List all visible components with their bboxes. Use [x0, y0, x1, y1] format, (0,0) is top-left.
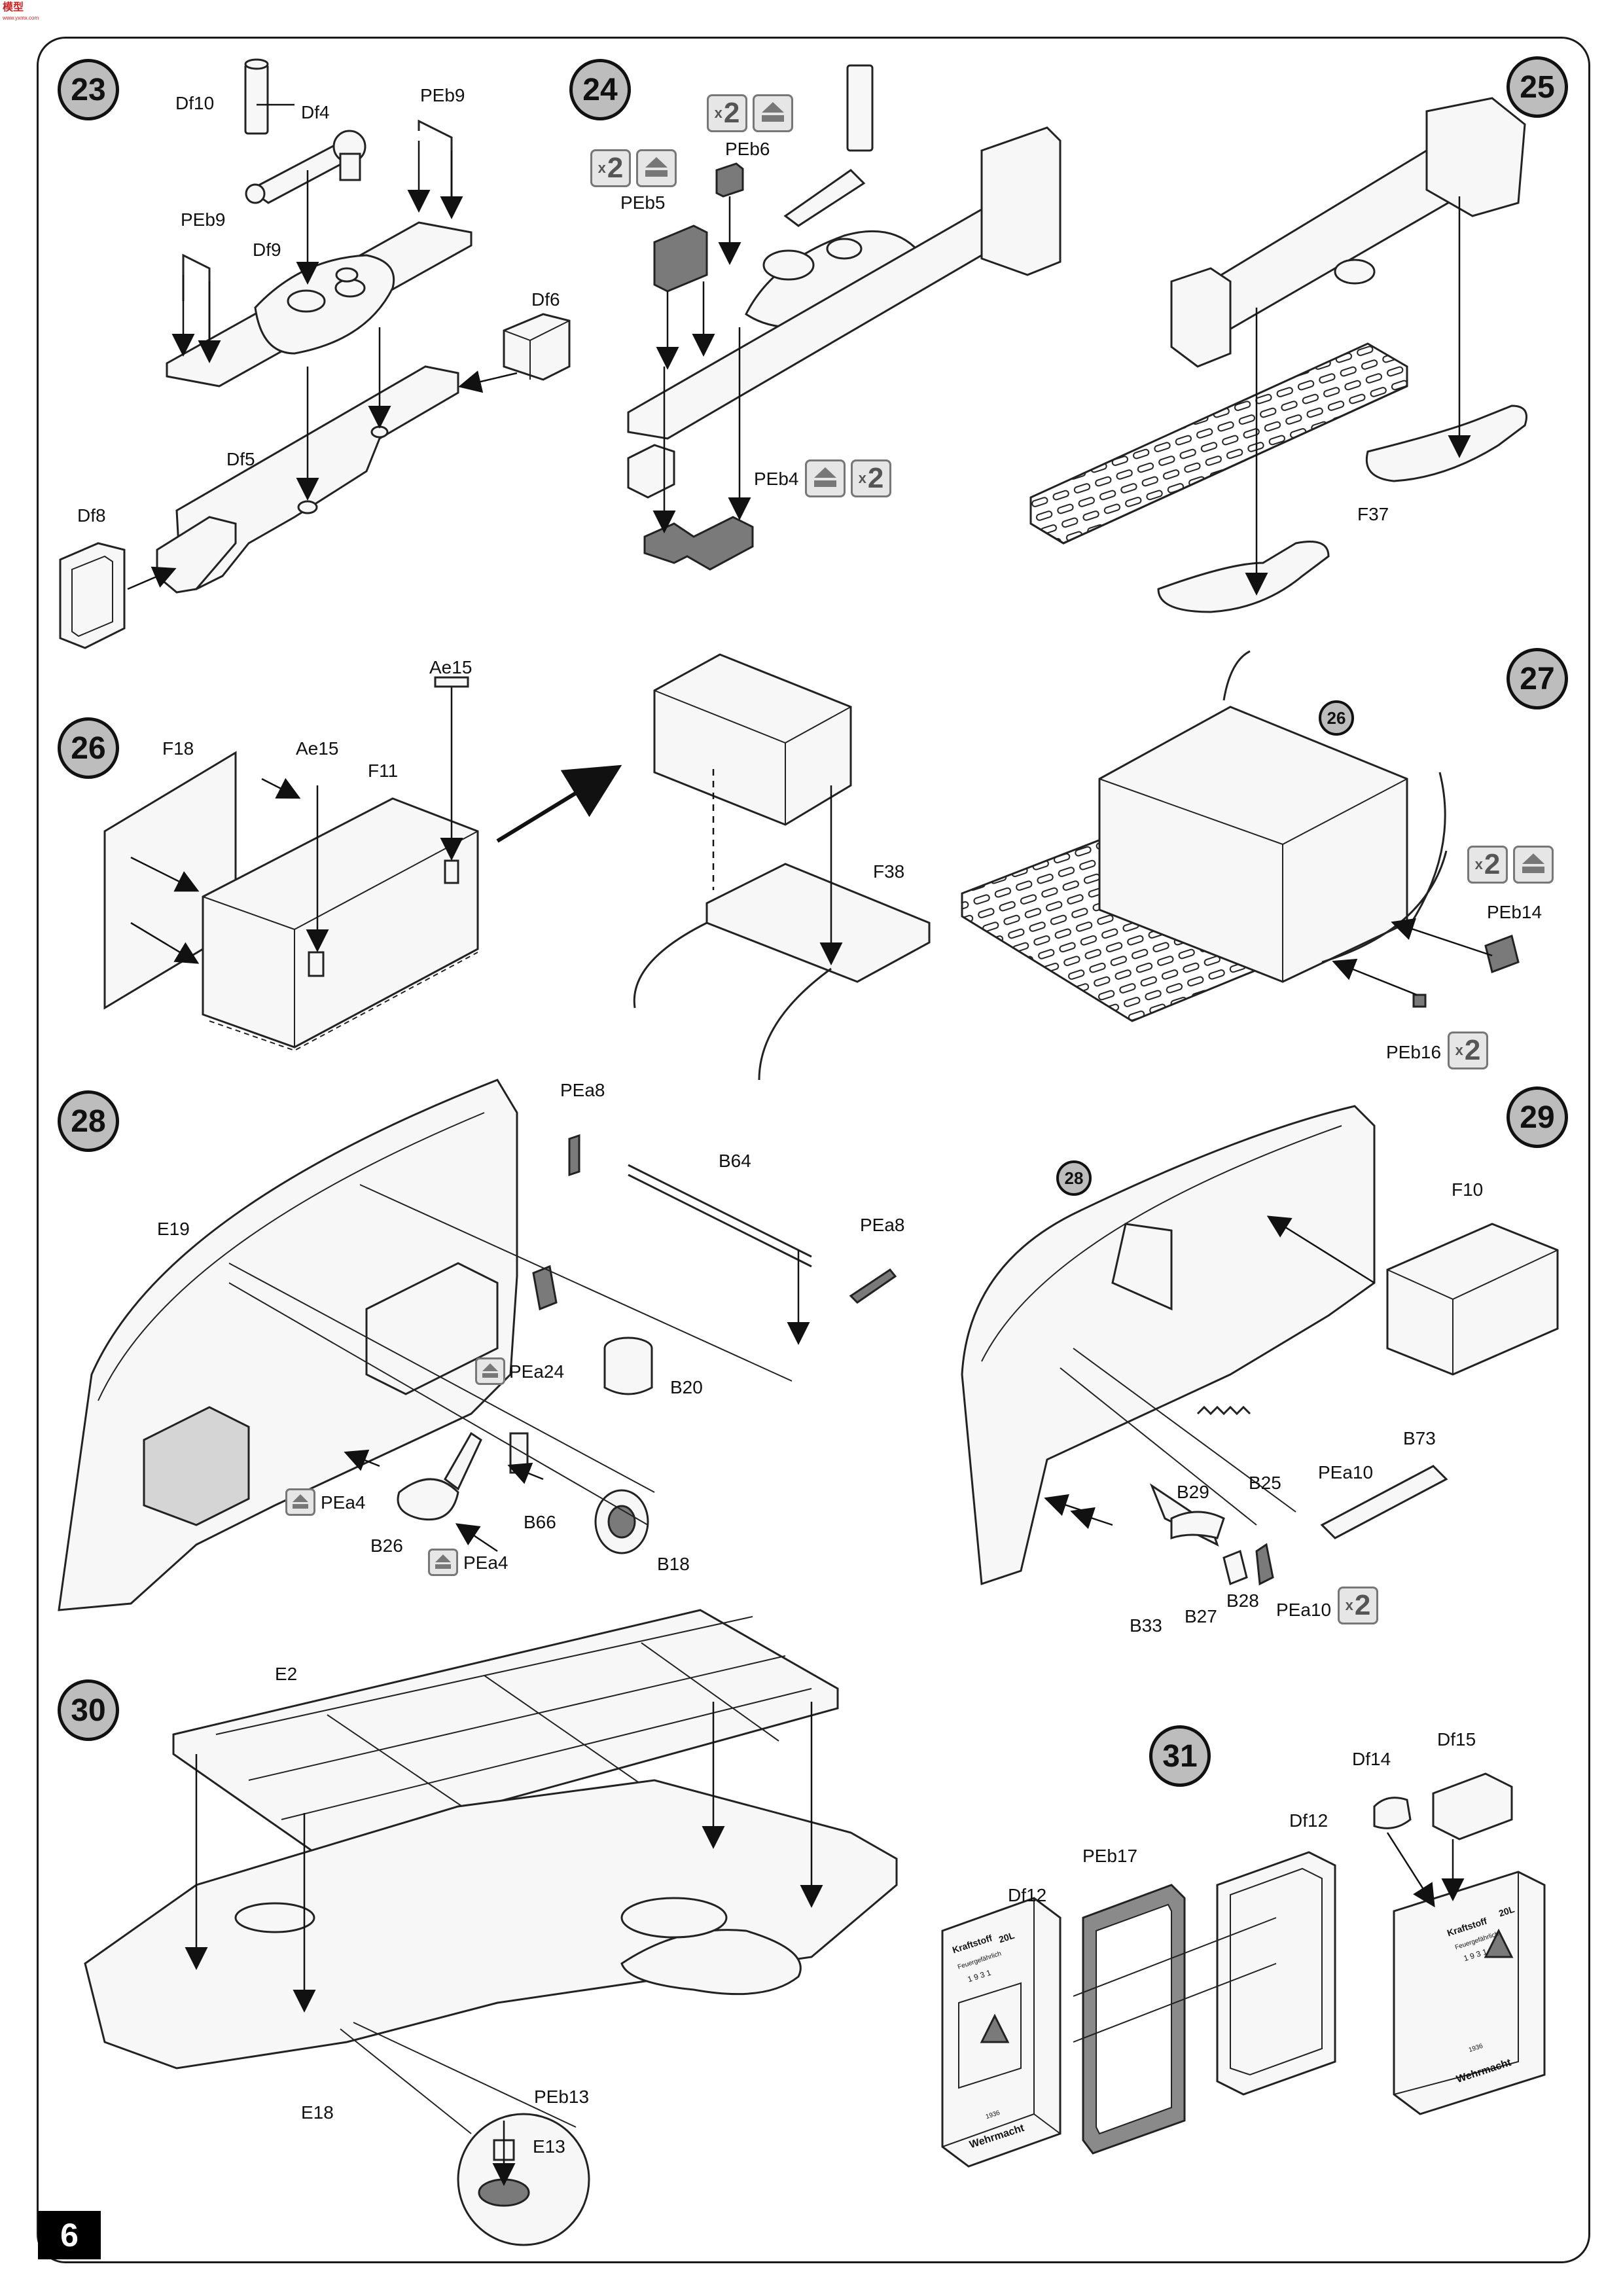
part-label: PEb6: [725, 139, 770, 159]
step25-drawing: [1029, 97, 1527, 613]
part-label: PEb17: [1082, 1846, 1138, 1866]
part-label: Df5: [226, 449, 255, 469]
part-label: PEa4: [321, 1492, 366, 1513]
step-number-badge: 23: [58, 59, 119, 120]
step-number-badge: 28: [58, 1090, 119, 1152]
photo-etch-icon: [636, 149, 677, 187]
photo-etch-icon: [753, 94, 793, 132]
part-label: E13: [533, 2136, 565, 2157]
part-label: PEa8: [860, 1215, 905, 1235]
step30-drawing: [84, 1609, 898, 2246]
part-label: B33: [1130, 1615, 1162, 1636]
step29-drawing: [961, 1105, 1559, 1586]
part-label: Df12: [1008, 1885, 1047, 1905]
part-label: PEa4: [463, 1552, 508, 1573]
photo-etch-icon: [1513, 846, 1554, 884]
step-number-badge: 24: [569, 59, 631, 120]
part-label: B20: [670, 1377, 703, 1397]
part-label: F10: [1452, 1179, 1484, 1200]
part-label: Df15: [1437, 1729, 1476, 1749]
part-label: F18: [162, 738, 194, 759]
part-label: PEa10: [1318, 1462, 1374, 1482]
part-label: B64: [719, 1151, 751, 1171]
page-number: 6: [38, 2211, 101, 2259]
part-label: Df4: [301, 102, 330, 122]
part-label: PEb9: [420, 85, 465, 105]
part-label: PEb5: [620, 192, 666, 213]
part-label: B73: [1403, 1428, 1436, 1448]
step-number-badge: 29: [1507, 1086, 1568, 1148]
step-number-badge: 26: [58, 717, 119, 779]
part-label: PEb4: [754, 469, 799, 489]
part-label: PEb14: [1487, 902, 1543, 922]
part-label: B29: [1177, 1482, 1209, 1502]
step28-drawing: [58, 1079, 897, 1611]
part-label: Ae15: [429, 657, 473, 677]
part-label: F38: [873, 861, 905, 882]
part-label: Df6: [531, 289, 560, 310]
step-number-badge: 30: [58, 1679, 119, 1741]
part-label: PEa24: [509, 1361, 565, 1382]
photo-etch-icon: [475, 1357, 505, 1385]
part-label: Ae15: [296, 738, 339, 759]
reference-step-badge: 26: [1319, 700, 1354, 736]
step-number-badge: 31: [1149, 1725, 1211, 1787]
step31-drawing: [941, 1772, 1546, 2168]
part-label: Df8: [77, 505, 106, 526]
step-number-badge: 25: [1507, 56, 1568, 118]
part-label: F11: [368, 761, 399, 781]
part-label: B27: [1185, 1606, 1217, 1626]
part-label: Df10: [175, 93, 215, 113]
part-label: PEb16: [1386, 1042, 1442, 1062]
photo-etch-icon: [285, 1488, 315, 1516]
part-label: Df14: [1352, 1749, 1391, 1769]
part-label: F37: [1357, 504, 1389, 524]
part-label: PEb9: [181, 209, 226, 230]
step24-drawing: [627, 64, 1061, 571]
step26-drawing: [103, 653, 931, 1081]
part-label: B18: [657, 1554, 690, 1574]
part-label: Df12: [1289, 1810, 1329, 1831]
photo-etch-icon: [805, 459, 846, 497]
part-label: B26: [370, 1535, 403, 1556]
part-label: B25: [1249, 1473, 1281, 1493]
part-label: PEa10: [1276, 1600, 1332, 1620]
part-label: B66: [524, 1512, 556, 1532]
step-number-badge: 27: [1507, 648, 1568, 709]
step27-drawing: [961, 650, 1520, 1022]
part-label: PEa8: [560, 1080, 605, 1100]
part-label: E2: [275, 1664, 298, 1684]
part-label: B28: [1226, 1590, 1259, 1611]
part-label: PEb13: [534, 2087, 590, 2107]
part-label: Df9: [253, 240, 281, 260]
part-label: E18: [301, 2102, 334, 2123]
photo-etch-icon: [428, 1549, 458, 1576]
step23-drawing: [59, 58, 571, 649]
part-label: E19: [157, 1219, 190, 1239]
reference-step-badge: 28: [1056, 1160, 1092, 1196]
